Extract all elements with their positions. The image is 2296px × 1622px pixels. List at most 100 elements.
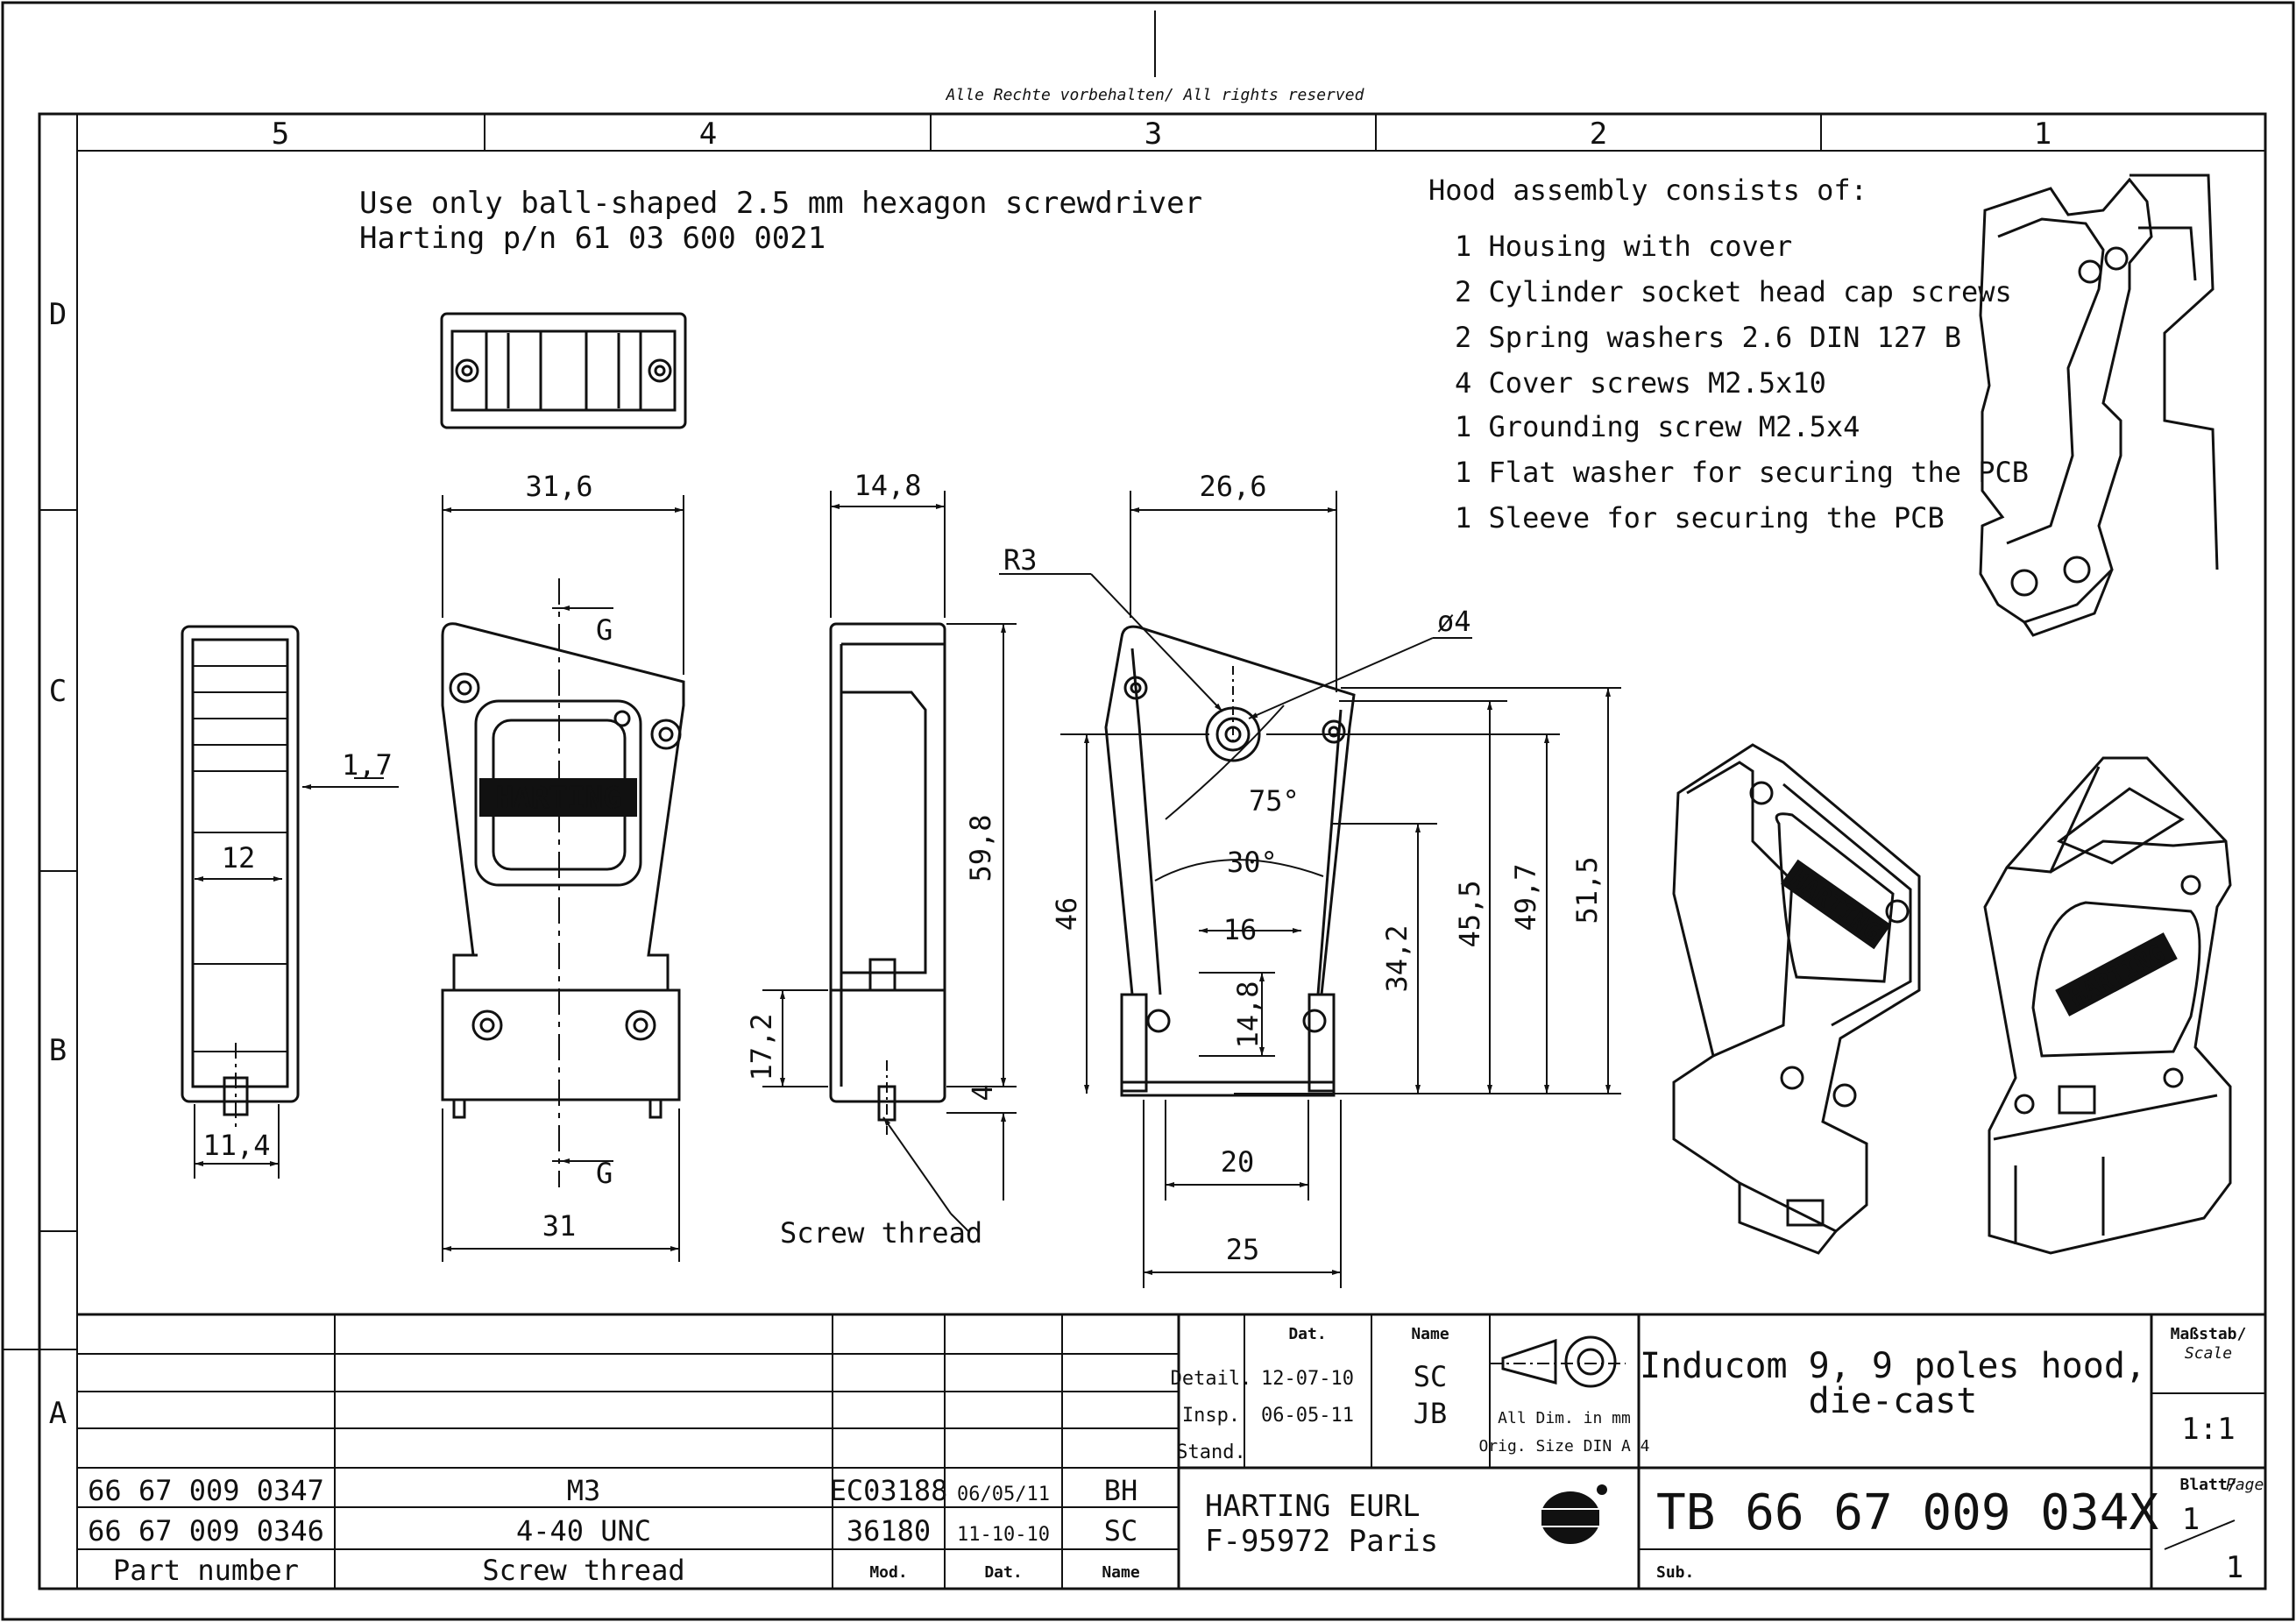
company-name: HARTING EURL	[1205, 1489, 1421, 1524]
grid-row-a: A	[49, 1396, 67, 1431]
sheet-number: 1	[2182, 1502, 2200, 1537]
name-cell: BH	[1104, 1474, 1138, 1507]
harting-logo-text: HARTING	[495, 781, 620, 816]
detail-label: Detail.	[1171, 1368, 1252, 1390]
section-view-dims	[999, 491, 1621, 1288]
dim-59-8: 59,8	[964, 814, 997, 882]
name-cell: SC	[1104, 1514, 1138, 1548]
dim-25: 25	[1226, 1233, 1260, 1266]
isometric-open-hood	[1979, 174, 2219, 637]
part-number-cell: 66 67 009 0346	[88, 1514, 324, 1548]
dim-12: 12	[222, 841, 256, 875]
insp-date: 06-05-11	[1261, 1405, 1354, 1427]
side-view-left	[181, 625, 300, 1130]
grid-row-c: C	[49, 674, 67, 709]
note-line-2: Harting p/n 61 03 600 0021	[359, 221, 826, 256]
dim-31: 31	[542, 1209, 577, 1243]
col-header-part-number: Part number	[113, 1554, 299, 1587]
sheet-total: 1	[2226, 1550, 2243, 1585]
assembly-item: 2 Cylinder socket head cap screws	[1455, 275, 2012, 308]
dim-17-2: 17,2	[745, 1013, 778, 1080]
company-logo	[1540, 1484, 1607, 1544]
grid-row-b: B	[49, 1033, 67, 1068]
mod-cell: EC03188	[830, 1474, 948, 1507]
dim-46: 46	[1050, 897, 1083, 931]
isometric-hood-back	[1983, 756, 2232, 1255]
insp-label: Insp.	[1182, 1405, 1240, 1427]
hdr-dat: Dat.	[1288, 1325, 1326, 1343]
front-view	[441, 578, 685, 1187]
part-number-cell: 66 67 009 0347	[88, 1474, 324, 1507]
drawing-title-line-1: Inducom 9, 9 poles hood,	[1640, 1346, 2146, 1386]
sub-label: Sub.	[1656, 1563, 1694, 1582]
rights-notice: Alle Rechte vorbehalten/ All rights rese…	[946, 86, 1365, 104]
front-view-dims	[442, 495, 684, 1262]
dim-26-6: 26,6	[1199, 470, 1266, 503]
side-view-middle-dims	[762, 491, 1017, 1232]
projection-symbol	[1490, 1335, 1626, 1388]
dim-r3: R3	[1003, 543, 1038, 577]
note-line-1: Use only ball-shaped 2.5 mm hexagon scre…	[359, 186, 1202, 221]
col-header-dat: Dat.	[984, 1563, 1022, 1582]
date-cell: 11-10-10	[957, 1524, 1050, 1546]
company-address: F-95972 Paris	[1205, 1524, 1438, 1559]
detail-date: 12-07-10	[1261, 1368, 1354, 1390]
iso-logo-1: HARTING	[1781, 859, 1891, 950]
logo-block: HARTING	[479, 778, 637, 817]
grid-col-5: 5	[272, 117, 289, 152]
dim-20: 20	[1221, 1145, 1255, 1179]
dim-14-8: 14,8	[1231, 981, 1265, 1048]
date-cell: 06/05/11	[957, 1484, 1050, 1505]
title-block-lines	[77, 1313, 2265, 1589]
dim-16: 16	[1223, 913, 1258, 946]
grid-col-1: 1	[2034, 117, 2052, 152]
grid-row-d: D	[49, 297, 67, 332]
iso-logo-2: HARTING	[2055, 932, 2178, 1016]
screw-thread-label: Screw thread	[780, 1216, 982, 1250]
top-view	[440, 312, 687, 429]
dim-31-6: 31,6	[525, 470, 592, 503]
dim-phi4: ø4	[1437, 605, 1471, 638]
section-g-bottom: G	[596, 1157, 613, 1190]
detail-name: SC	[1414, 1360, 1448, 1393]
scale-label: Maßstab/	[2171, 1325, 2247, 1343]
col-header-mod: Mod.	[869, 1563, 907, 1582]
dim-45-5: 45,5	[1453, 880, 1486, 947]
dim-49-7: 49,7	[1509, 863, 1542, 931]
scale-label-en: Scale	[2185, 1344, 2232, 1363]
side-view-middle	[829, 622, 946, 1135]
col-header-name: Name	[1102, 1563, 1140, 1582]
assembly-item: 1 Sleeve for securing the PCB	[1455, 501, 1945, 535]
grid-col-4: 4	[699, 117, 717, 152]
dim-34-2: 34,2	[1380, 924, 1414, 992]
dim-4: 4	[966, 1084, 999, 1101]
all-dim-note: All Dim. in mm	[1498, 1409, 1631, 1427]
grid-col-3: 3	[1144, 117, 1162, 152]
insp-name: JB	[1414, 1397, 1448, 1430]
assembly-item: 2 Spring washers 2.6 DIN 127 B	[1455, 321, 1961, 354]
assembly-title: Hood assembly consists of:	[1428, 174, 1867, 207]
assembly-item: 1 Flat washer for securing the PCB	[1455, 456, 2029, 489]
screw-thread-cell: M3	[567, 1474, 601, 1507]
col-header-screw-thread: Screw thread	[482, 1554, 684, 1587]
orig-size-note: Orig. Size DIN A 4	[1478, 1437, 1649, 1456]
assembly-item: 4 Cover screws M2.5x10	[1455, 366, 1826, 400]
drawing-number: TB 66 67 009 034X	[1656, 1484, 2158, 1541]
stand-label: Stand.	[1176, 1441, 1245, 1463]
angle-30: 30°	[1227, 846, 1278, 879]
dim-11-4: 11,4	[202, 1129, 270, 1162]
drawing-title-line-2: die-cast	[1809, 1381, 1978, 1421]
sheet-label: Blatt/	[2179, 1476, 2236, 1494]
dim-14-8-top: 14,8	[854, 469, 921, 502]
section-g-top: G	[596, 613, 613, 647]
dim-1-7: 1,7	[342, 748, 393, 782]
side-view-left-dims	[194, 777, 399, 1179]
mod-cell: 36180	[847, 1514, 931, 1548]
angle-75: 75°	[1249, 784, 1300, 818]
assembly-item: 1 Housing with cover	[1455, 230, 1792, 263]
hdr-name: Name	[1411, 1325, 1449, 1343]
screw-thread-cell: 4-40 UNC	[516, 1514, 651, 1548]
isometric-hood-front	[1672, 743, 1921, 1255]
